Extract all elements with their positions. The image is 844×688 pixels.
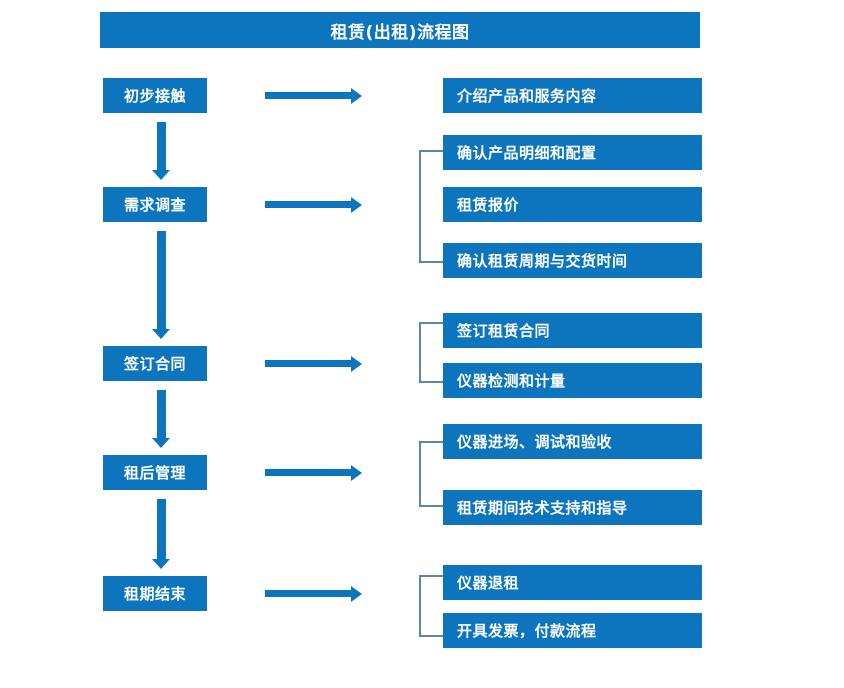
- down-arrow-icon-3: [152, 390, 170, 448]
- detail-box-confirm-period[interactable]: 确认租赁周期与交货时间: [443, 243, 702, 278]
- group-bracket-post-rental: [419, 441, 443, 507]
- stage-box-initial-contact[interactable]: 初步接触: [103, 78, 207, 113]
- right-arrow-icon-1: [265, 87, 362, 104]
- right-arrow-icon-5: [265, 585, 362, 602]
- down-arrow-icon-4: [152, 499, 170, 569]
- detail-box-instrument-testing[interactable]: 仪器检测和计量: [443, 363, 702, 398]
- detail-box-instrument-delivery[interactable]: 仪器进场、调试和验收: [443, 424, 702, 459]
- detail-box-introduce-products[interactable]: 介绍产品和服务内容: [443, 78, 702, 113]
- right-arrow-icon-2: [265, 196, 362, 213]
- stage-box-sign-contract[interactable]: 签订合同: [103, 346, 207, 381]
- group-bracket-needs-survey: [419, 150, 443, 263]
- detail-box-technical-support[interactable]: 租赁期间技术支持和指导: [443, 490, 702, 525]
- detail-box-instrument-return[interactable]: 仪器退租: [443, 565, 702, 600]
- stage-box-needs-survey[interactable]: 需求调查: [103, 187, 207, 222]
- group-bracket-rental-end: [419, 575, 443, 637]
- down-arrow-icon-1: [152, 122, 170, 180]
- right-arrow-icon-4: [265, 464, 362, 481]
- right-arrow-icon-3: [265, 355, 362, 372]
- stage-box-post-rental[interactable]: 租后管理: [103, 455, 207, 490]
- detail-box-rental-quote[interactable]: 租赁报价: [443, 187, 702, 222]
- detail-box-invoice-payment[interactable]: 开具发票，付款流程: [443, 613, 702, 648]
- down-arrow-icon-2: [152, 231, 170, 339]
- stage-box-rental-end[interactable]: 租期结束: [103, 576, 207, 611]
- diagram-title: 租赁(出租)流程图: [100, 12, 700, 48]
- detail-box-confirm-specs[interactable]: 确认产品明细和配置: [443, 135, 702, 170]
- detail-box-sign-rental-contract[interactable]: 签订租赁合同: [443, 313, 702, 348]
- group-bracket-sign-contract: [419, 322, 443, 383]
